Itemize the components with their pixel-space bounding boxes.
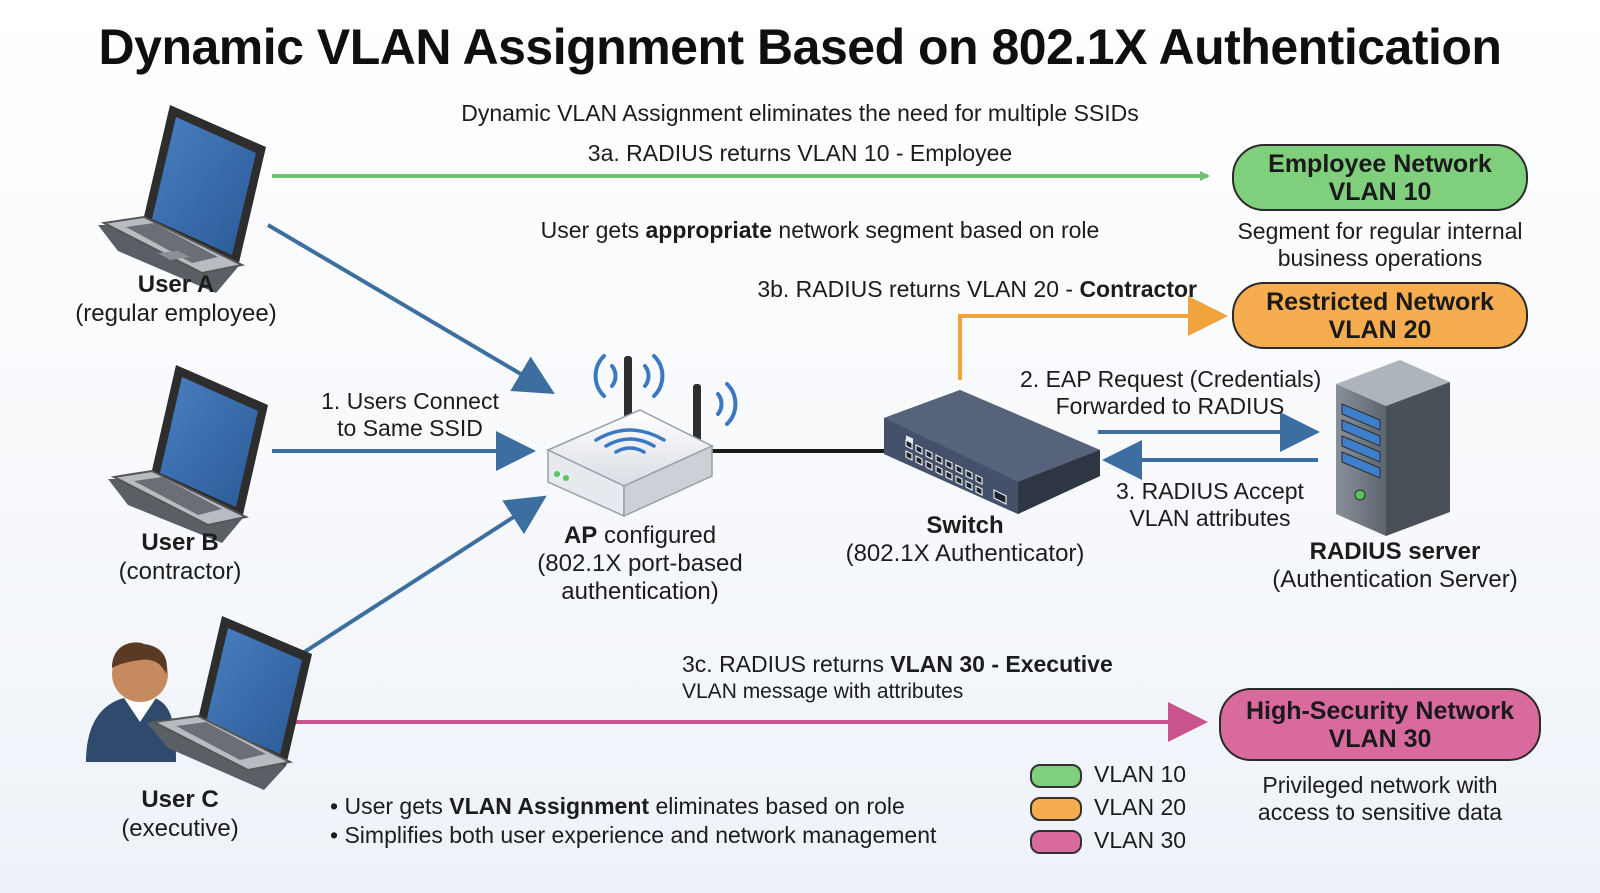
user-c-label: User C (executive) bbox=[40, 785, 320, 843]
user-b-name: User B bbox=[141, 529, 219, 556]
high-security-desc-line1: Privileged network with bbox=[1262, 772, 1498, 798]
bullet-1: • User gets VLAN Assignment eliminates b… bbox=[330, 793, 905, 819]
high-security-network-desc: Privileged network with access to sensit… bbox=[1220, 772, 1540, 826]
summary-bullets: • User gets VLAN Assignment eliminates b… bbox=[330, 792, 936, 850]
step-3c-sub: VLAN message with attributes bbox=[682, 680, 964, 703]
switch-name: Switch bbox=[926, 512, 1004, 539]
bullet-1-prefix: User gets bbox=[344, 793, 450, 819]
employee-network-desc-line2: business operations bbox=[1277, 245, 1483, 271]
user-c-name: User C bbox=[141, 786, 219, 813]
radius-label: RADIUS server (Authentication Server) bbox=[1255, 538, 1535, 594]
step-3-label: 3. RADIUS Accept VLAN attributes bbox=[1100, 478, 1320, 532]
step-3b-label: 3b. RADIUS returns VLAN 20 - Contractor bbox=[757, 276, 1197, 303]
step-2-line1: 2. EAP Request (Credentials) bbox=[1020, 366, 1322, 392]
ap-label-text: configured bbox=[597, 522, 717, 549]
wireless-access-point-icon bbox=[546, 354, 738, 518]
step-3b-bold: Contractor bbox=[1079, 276, 1197, 302]
ap-label-line3: authentication) bbox=[561, 578, 719, 605]
radius-name: RADIUS server bbox=[1309, 538, 1481, 565]
bullet-1-suffix: eliminates based on role bbox=[649, 793, 905, 819]
laptop-icon bbox=[98, 105, 266, 293]
high-security-desc-line2: access to sensitive data bbox=[1257, 799, 1503, 825]
segment-note-suffix: network segment based on role bbox=[772, 217, 1100, 243]
step-3c-label: 3c. RADIUS returns VLAN 30 - Executive V… bbox=[682, 650, 1113, 706]
switch-label: Switch (802.1X Authenticator) bbox=[830, 512, 1100, 568]
employee-network-desc: Segment for regular internal business op… bbox=[1220, 218, 1540, 272]
step-2-line2: Forwarded to RADIUS bbox=[1055, 393, 1285, 419]
user-a-name: User A bbox=[137, 271, 215, 298]
legend-label-vlan10: VLAN 10 bbox=[1094, 761, 1187, 787]
radius-role: (Authentication Server) bbox=[1272, 566, 1518, 593]
user-b-label: User B (contractor) bbox=[40, 528, 320, 586]
legend-swatch-vlan30 bbox=[1030, 830, 1082, 854]
bullet-2-text: Simplifies both user experience and netw… bbox=[344, 822, 937, 848]
step-1-line2: to Same SSID bbox=[337, 415, 483, 441]
employee-network-pill: Employee Network VLAN 10 bbox=[1232, 144, 1528, 211]
arrow-user-a-to-ap bbox=[266, 223, 555, 395]
employee-network-vlan: VLAN 10 bbox=[1328, 177, 1432, 206]
step-2-label: 2. EAP Request (Credentials) Forwarded t… bbox=[1020, 366, 1322, 420]
step-3-line1: 3. RADIUS Accept bbox=[1116, 478, 1304, 504]
step-3b-prefix: 3b. RADIUS returns VLAN 20 - bbox=[757, 276, 1080, 302]
user-a-label: User A (regular employee) bbox=[36, 270, 316, 328]
legend-label-vlan20: VLAN 20 bbox=[1094, 794, 1187, 820]
user-with-laptop-icon bbox=[86, 616, 312, 790]
ap-label: AP configured (802.1X port-based authent… bbox=[500, 522, 780, 606]
restricted-network-vlan: VLAN 20 bbox=[1328, 315, 1432, 344]
segment-note-bold: appropriate bbox=[645, 217, 773, 243]
switch-role: (802.1X Authenticator) bbox=[845, 540, 1085, 567]
ap-label-bold: AP bbox=[563, 522, 598, 549]
user-c-role: (executive) bbox=[121, 815, 239, 842]
server-tower-icon bbox=[1336, 360, 1450, 536]
employee-network-name: Employee Network bbox=[1268, 149, 1492, 178]
employee-network-desc-line1: Segment for regular internal bbox=[1237, 218, 1523, 244]
legend-swatch-vlan10 bbox=[1030, 764, 1082, 788]
laptop-icon bbox=[108, 365, 268, 543]
subtitle: Dynamic VLAN Assignment eliminates the n… bbox=[461, 100, 1139, 126]
high-security-network-pill: High-Security Network VLAN 30 bbox=[1219, 688, 1541, 761]
step-1-line1: 1. Users Connect bbox=[321, 388, 499, 414]
network-switch-icon bbox=[884, 390, 1100, 514]
legend-swatch-vlan20 bbox=[1030, 797, 1082, 821]
step-3c-prefix: 3c. RADIUS returns bbox=[682, 651, 891, 677]
bullet-1-bold: VLAN Assignment bbox=[449, 793, 650, 819]
page-title: Dynamic VLAN Assignment Based on 802.1X … bbox=[98, 19, 1502, 75]
high-security-network-name: High-Security Network bbox=[1245, 696, 1515, 725]
legend-label-vlan30: VLAN 30 bbox=[1094, 827, 1187, 853]
restricted-network-pill: Restricted Network VLAN 20 bbox=[1232, 282, 1528, 349]
user-a-role: (regular employee) bbox=[75, 300, 277, 327]
segment-note-prefix: User gets bbox=[540, 217, 646, 243]
ap-label-line2: (802.1X port-based bbox=[537, 550, 743, 577]
arrow-vlan20-to-restricted bbox=[958, 296, 1228, 380]
segment-note: User gets appropriate network segment ba… bbox=[440, 217, 1200, 244]
high-security-network-vlan: VLAN 30 bbox=[1328, 724, 1432, 753]
user-b-role: (contractor) bbox=[118, 558, 242, 585]
arrow-user-c-to-ap bbox=[290, 495, 547, 662]
step-3-line2: VLAN attributes bbox=[1129, 505, 1291, 531]
step-3a-label: 3a. RADIUS returns VLAN 10 - Employee bbox=[587, 140, 1013, 166]
restricted-network-name: Restricted Network bbox=[1266, 287, 1494, 316]
step-1-label: 1. Users Connect to Same SSID bbox=[300, 388, 520, 442]
step-3c-bold: VLAN 30 - Executive bbox=[890, 651, 1113, 677]
bullet-2: • Simplifies both user experience and ne… bbox=[330, 822, 937, 848]
